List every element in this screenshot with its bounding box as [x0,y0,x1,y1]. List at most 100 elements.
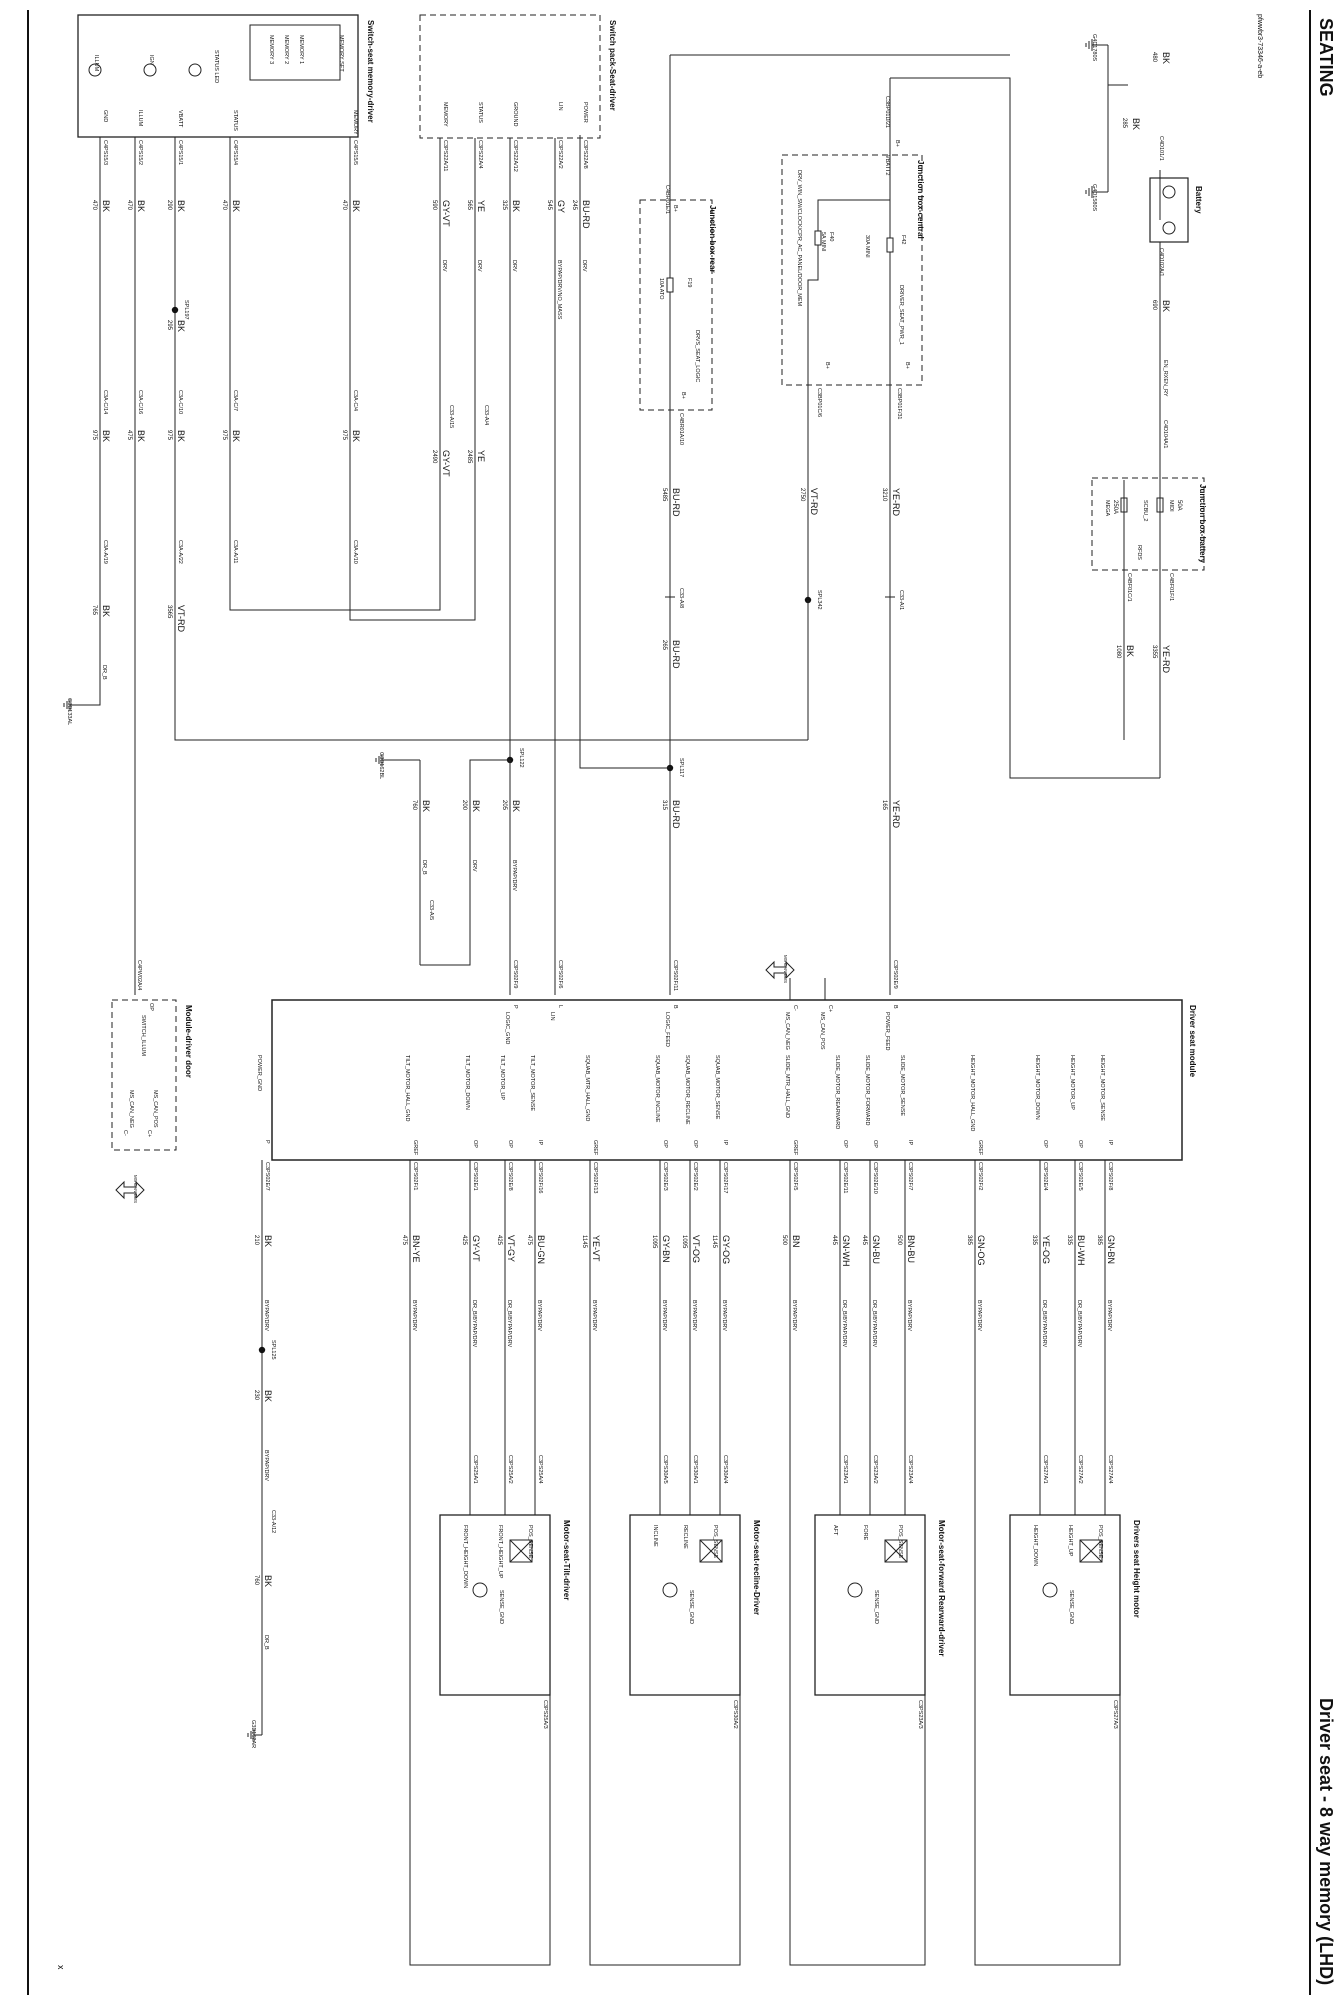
c3aa-conn-2: C3A-A/22 [177,540,183,564]
seat-module-bottom-conn-13: C3PS02E/8 [507,1162,513,1191]
motor-2-pin-label-1: RECLINE [682,1525,688,1549]
c3a-conn-2: C3A-C/10 [177,390,183,414]
switch-pack-wire-1-color: GY [556,200,566,213]
seat-module-bottom-name-4: SLIDE_MOTOR_SENSE [899,1055,905,1116]
seat-module-bottom-conn-15: C3PS02F/1 [412,1162,418,1190]
seat-module-bottom-type-8: IP [722,1140,728,1146]
motor-0-conn-0: C3PS27A/4 [1107,1455,1113,1484]
jb-rear-fuse-id: F19 [686,278,692,287]
seat-module-bottom-conn-16: C3PS02E/7 [264,1162,270,1191]
jb-central-bplus-1: B+ [824,362,830,369]
jb-central-conn-out2: C3BP01F/31 [896,388,902,420]
switch-pack-wire-2-note: DRV [511,260,517,272]
c3aa-bk-gnd-note: DR_B [101,665,107,680]
seat-module-top-conn-4: C3PS02F/9 [512,960,518,988]
motor-0-gnd-conn: C3PS27A/3 [1112,1700,1118,1729]
jb-central-fuse1-rating: 5A MINI [820,232,826,252]
jb-central-fuse-f40 [814,230,822,246]
spl125-gnd-wire3-circuit: 760 [253,1575,259,1586]
seat-module-bottom-conn-4: C3PS02F/7 [907,1162,913,1190]
motor-title-3: Motor-seat-Tilt-driver [562,1520,571,1600]
seat-module-bottom-wire-10-color: GY-BN [661,1235,671,1263]
seat-module-bottom-name-12: TILT_MOTOR_SENSE [529,1055,535,1111]
seat-module-bottom-name-15: TILT_MOTOR_HALL_GND [404,1055,410,1121]
spl342-label: SPL342 [816,590,822,610]
motor-box-3 [439,1514,551,1696]
yerd-feed-165-color: YE-RD [891,800,901,829]
jb-central-bplus-2: B+ [904,362,910,369]
spl125-wire-circuit: 230 [253,1390,259,1401]
motor-2-pin-label-2: INCLINE [652,1525,658,1547]
seat-module-bottom-type-14: OP [472,1140,478,1148]
motor-1-gnd-return [789,1495,926,1966]
en-rly-connector: C4D104A/1 [1162,420,1168,448]
switch-memory-ground-route [78,540,101,706]
module-door-bus-label: MS CAN BUS [133,1175,138,1203]
motor-2-conn-0: C3PS30A/4 [722,1455,728,1484]
c3a-wire-1-circuit: 975 [221,430,227,441]
footer-mark: x [56,1965,66,1970]
seat-module-bottom-note-9: BYPAP/DRV [691,1300,697,1331]
en-rly-label: EN_RXEN_RY [1162,360,1168,397]
motor-1-gnd-conn: C3PS23A/3 [917,1700,923,1729]
switch-memory-wire-3-color: BK [136,200,146,212]
c3a-wire-1-color: BK [231,430,241,442]
seat-module-bottom-wire-9-color: VT-OG [691,1235,701,1263]
memory-switch-matrix [249,24,341,81]
switch-memory-conn-2: C4PS15/1 [177,140,183,165]
seat-module-bottom-wire-1-color: BU-WH [1076,1235,1086,1266]
ign-lamp-icon [143,63,157,77]
switch-memory-wire-2-color: BK [176,200,186,212]
motor-0-gnd-return [974,1495,1121,1966]
spl122-ground-wire2-color: BK [421,800,431,812]
motor-1-sense-gnd: SENSE_GND [873,1590,879,1624]
motor-2-sensor-x2 [699,1539,723,1563]
motor-box-2 [629,1514,741,1696]
switch-pack-wire-0-circuit: 245 [571,200,577,211]
switch-memory-box [77,14,359,138]
motor-1-pin-label-1: FORE [862,1525,868,1541]
jb-rear-conn-out: C4BR01A/10 [678,413,684,445]
switch-memory-wire-4-color: BK [101,200,111,212]
section-title: SEATING [1316,18,1336,97]
memory-inline-conn: C33-A/15 [448,405,454,428]
spl122-ground-wire-circuit: 200 [461,800,467,811]
c3aa-vt-rd-color: VT-RD [176,605,186,633]
seat-module-bottom-conn-1: C3PS02E/5 [1077,1162,1083,1191]
seat-module-bottom-wire-11-circuit: 1145 [581,1235,587,1249]
jb-battery-wire-in-color: BK [1125,645,1135,657]
c3aa-bk-gnd-circuit: 765 [91,605,97,616]
switch-memory-wire-0-circuit: 470 [341,200,347,211]
jb-central-feed1: DRV_WIN_SW/CLOCK/CPR_AC_PANEL/DOOR_MEM [796,170,802,307]
yerd-feed-route [890,77,1160,779]
module-door-bus-arrow [115,1180,145,1200]
ground-bottom-label: G4D1580S [1091,184,1097,212]
seat-module-bottom-type-11: GREF [592,1140,598,1156]
battery-label: Battery [1194,186,1203,214]
seat-module-bottom-name-11: SQUAB_MTR_HALL_GND [584,1055,590,1121]
seat-module-bottom-note-4: BYPAP/DRV [906,1300,912,1331]
spl122-wire-note: BYPAP/DRV [511,860,517,891]
seat-module-bottom-wire-13-circuit: 425 [496,1235,502,1246]
jb-battery-conn-out: C4BF01F/1 [1168,573,1174,601]
status-inline-wire-circuit: 2485 [466,450,472,464]
seat-module-bottom-conn-9: C3PS02E/2 [692,1162,698,1191]
c3a-wire-2-circuit: 975 [166,430,172,441]
jb-central-vbatt: VBATT2 [884,155,890,175]
motor-3-conn-2: C3PS25A/1 [472,1455,478,1484]
seat-module-bottom-note-2: DR_B/BYPAP/DRV [1041,1300,1047,1348]
seat-module-top-type-4: P [512,1005,518,1009]
motor-0-symbol [1042,1582,1058,1598]
jb-central-wire-out2-color: YE-RD [891,488,901,517]
motor-box-1 [814,1514,926,1696]
motor-0-sensor-box [1079,1539,1103,1563]
jb-central-bplus-top: B+ [894,140,900,147]
jb-rear-bplus-2: B+ [680,392,686,399]
switch-pack-wire-4-circuit: 590 [431,200,437,211]
seat-module-bottom-note-8: BYPAP/DRV [721,1300,727,1331]
motor-3-sense-gnd: SENSE_GND [498,1590,504,1624]
module-door-pos: MS_CAN_POS [152,1090,158,1128]
motor-3-sensor-box [509,1539,533,1563]
seat-module-bottom-wire-13-color: VT-GY [506,1235,516,1262]
